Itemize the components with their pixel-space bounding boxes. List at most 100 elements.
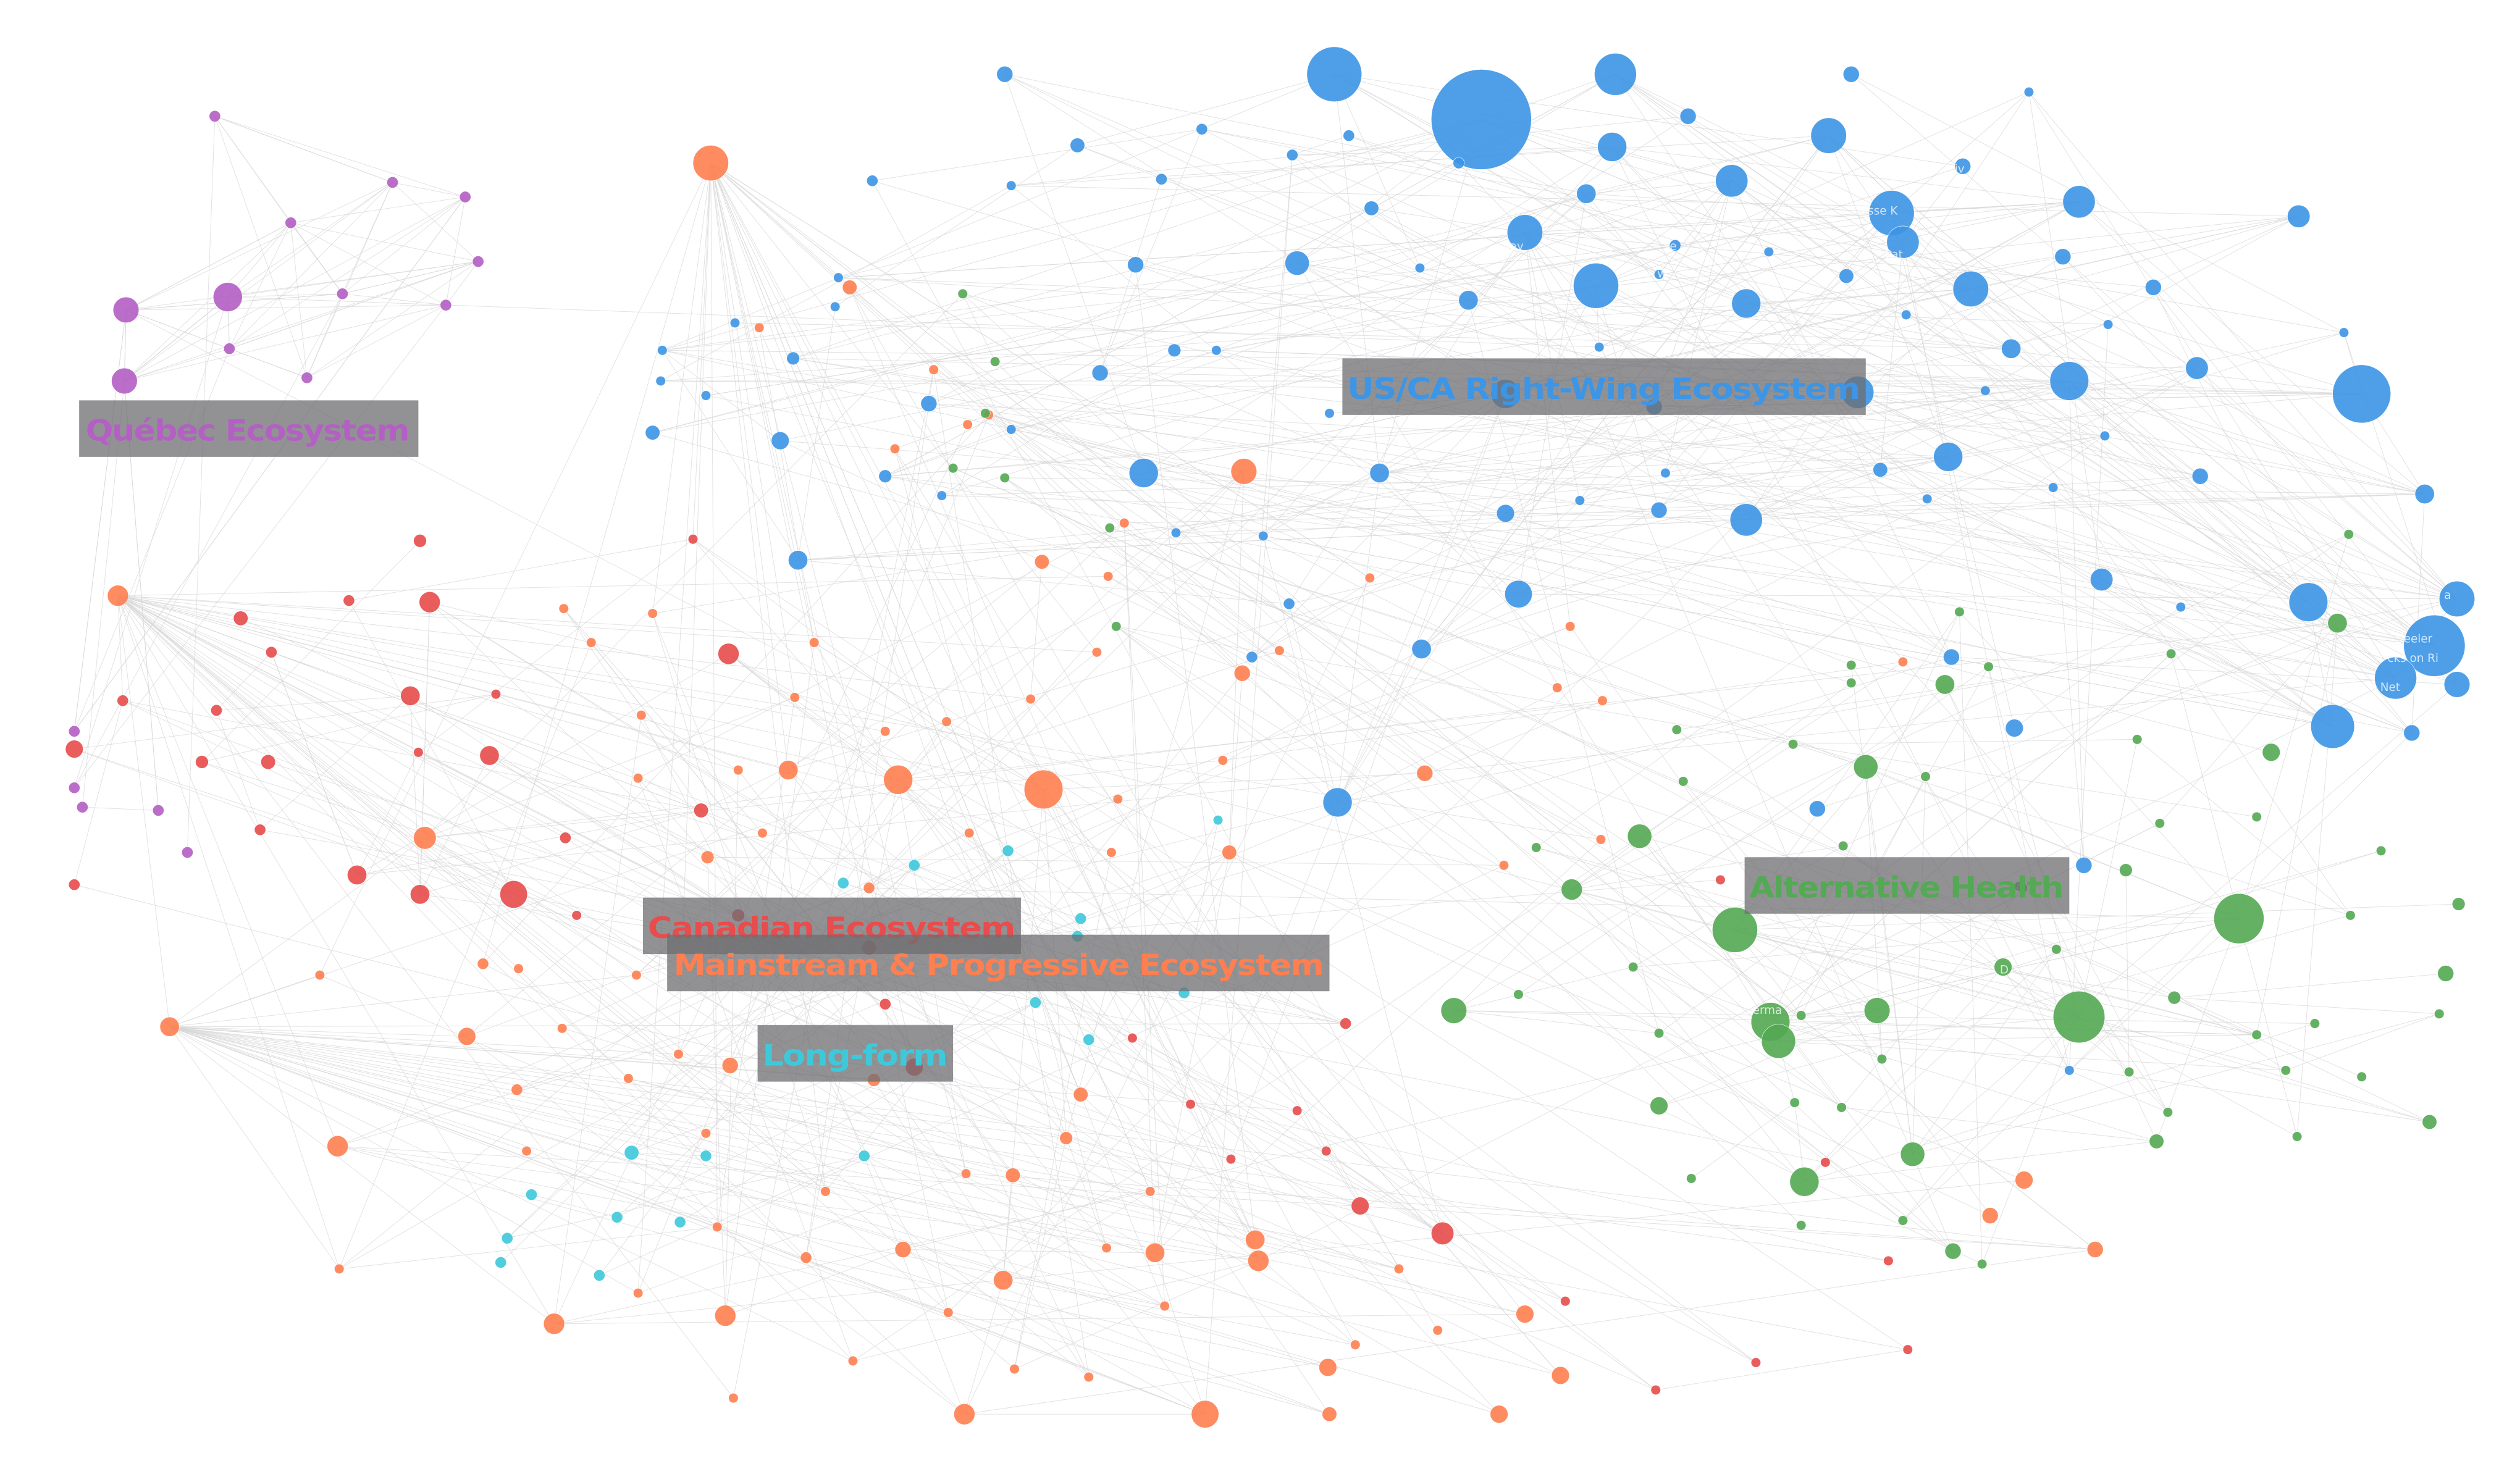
- node-mainstream[interactable]: [880, 726, 891, 737]
- node-health[interactable]: [1863, 997, 1891, 1024]
- node-right[interactable]: [2064, 1065, 2075, 1076]
- node-canadian[interactable]: [1292, 1105, 1303, 1116]
- node-mainstream[interactable]: [1350, 1339, 1361, 1350]
- node-right[interactable]: [1669, 239, 1681, 251]
- node-mainstream[interactable]: [964, 827, 975, 839]
- node-health[interactable]: [2154, 818, 2165, 829]
- node-right[interactable]: [1127, 256, 1144, 274]
- node-right[interactable]: [2144, 278, 2162, 296]
- node-canadian[interactable]: [490, 689, 502, 700]
- node-right[interactable]: [2054, 248, 2072, 266]
- node-mainstream[interactable]: [1432, 1325, 1443, 1336]
- node-right[interactable]: [655, 375, 666, 387]
- node-health[interactable]: [1846, 659, 1857, 671]
- node-longform[interactable]: [501, 1232, 513, 1244]
- node-mainstream[interactable]: [477, 958, 489, 970]
- node-health[interactable]: [999, 472, 1010, 484]
- node-mainstream[interactable]: [721, 1057, 739, 1074]
- node-right[interactable]: [1155, 173, 1167, 185]
- node-canadian[interactable]: [1185, 1099, 1196, 1110]
- node-right[interactable]: [2374, 656, 2417, 700]
- node-longform[interactable]: [1212, 814, 1224, 826]
- node-canadian[interactable]: [1560, 1296, 1571, 1307]
- node-right[interactable]: [1369, 463, 1390, 484]
- node-mainstream[interactable]: [673, 1049, 684, 1060]
- node-health[interactable]: [1678, 776, 1689, 787]
- node-right[interactable]: [771, 432, 789, 450]
- node-mainstream[interactable]: [1416, 764, 1434, 782]
- node-health[interactable]: [2422, 1114, 2437, 1130]
- node-right[interactable]: [1343, 130, 1355, 142]
- node-mainstream[interactable]: [1119, 517, 1130, 529]
- node-mainstream[interactable]: [1101, 1242, 1112, 1254]
- node-quebec[interactable]: [68, 782, 80, 794]
- node-mainstream[interactable]: [1144, 1242, 1166, 1263]
- node-mainstream[interactable]: [1981, 1207, 1999, 1225]
- node-right[interactable]: [786, 351, 800, 366]
- node-mainstream[interactable]: [1274, 645, 1285, 656]
- node-canadian[interactable]: [571, 910, 582, 921]
- node-right[interactable]: [2287, 204, 2311, 228]
- node-mainstream[interactable]: [778, 760, 799, 781]
- node-mainstream[interactable]: [712, 1221, 723, 1233]
- node-quebec[interactable]: [181, 846, 193, 858]
- node-canadian[interactable]: [879, 998, 891, 1010]
- node-mainstream[interactable]: [1230, 458, 1258, 485]
- node-health[interactable]: [2162, 1107, 2174, 1118]
- node-mainstream[interactable]: [1023, 769, 1064, 810]
- node-right[interactable]: [1430, 69, 1532, 170]
- node-mainstream[interactable]: [647, 608, 658, 619]
- node-right[interactable]: [833, 272, 844, 283]
- node-mainstream[interactable]: [1364, 572, 1376, 584]
- node-longform[interactable]: [1083, 1034, 1095, 1046]
- node-canadian[interactable]: [479, 745, 500, 766]
- node-health[interactable]: [1671, 724, 1682, 735]
- node-right[interactable]: [2090, 567, 2114, 592]
- node-mainstream[interactable]: [847, 1355, 859, 1367]
- node-right[interactable]: [1763, 246, 1774, 257]
- node-health[interactable]: [1627, 824, 1652, 849]
- node-right[interactable]: [700, 390, 712, 401]
- node-canadian[interactable]: [1820, 1157, 1831, 1168]
- node-longform[interactable]: [1029, 997, 1041, 1009]
- node-right[interactable]: [2191, 467, 2209, 485]
- node-right[interactable]: [1653, 269, 1665, 280]
- node-mainstream[interactable]: [993, 1270, 1014, 1291]
- node-quebec[interactable]: [111, 367, 138, 395]
- node-right[interactable]: [1128, 458, 1159, 488]
- node-mainstream[interactable]: [1319, 1358, 1337, 1377]
- node-canadian[interactable]: [410, 884, 430, 905]
- node-right[interactable]: [2062, 185, 2096, 219]
- node-canadian[interactable]: [346, 865, 368, 885]
- node-longform[interactable]: [1075, 913, 1087, 925]
- node-mainstream[interactable]: [1393, 1263, 1405, 1275]
- node-quebec[interactable]: [209, 110, 221, 122]
- node-mainstream[interactable]: [327, 1135, 348, 1157]
- node-mainstream[interactable]: [1144, 1186, 1156, 1197]
- node-mainstream[interactable]: [1102, 571, 1114, 582]
- node-health[interactable]: [1976, 1258, 1988, 1270]
- node-health[interactable]: [1653, 1028, 1665, 1039]
- node-canadian[interactable]: [1883, 1255, 1894, 1266]
- node-health[interactable]: [947, 463, 959, 474]
- node-canadian[interactable]: [1715, 874, 1726, 885]
- node-canadian[interactable]: [1902, 1344, 1913, 1355]
- node-health[interactable]: [1686, 1173, 1697, 1184]
- node-mainstream[interactable]: [728, 1392, 739, 1404]
- node-right[interactable]: [2048, 482, 2059, 493]
- node-canadian[interactable]: [68, 879, 80, 891]
- node-health[interactable]: [1983, 661, 1994, 672]
- node-right[interactable]: [1731, 288, 1762, 319]
- node-quebec[interactable]: [223, 343, 235, 355]
- cluster-label-alternative-health[interactable]: Alternative Health: [1744, 857, 2070, 914]
- node-mainstream[interactable]: [1106, 847, 1117, 858]
- node-mainstream[interactable]: [1009, 1363, 1020, 1375]
- node-canadian[interactable]: [261, 754, 276, 770]
- node-right[interactable]: [2403, 724, 2421, 742]
- node-right[interactable]: [1006, 180, 1017, 191]
- node-quebec[interactable]: [472, 256, 484, 268]
- node-health[interactable]: [1513, 989, 1524, 1000]
- node-longform[interactable]: [908, 859, 920, 871]
- node-mainstream[interactable]: [1516, 1305, 1534, 1323]
- node-mainstream[interactable]: [1248, 1250, 1269, 1272]
